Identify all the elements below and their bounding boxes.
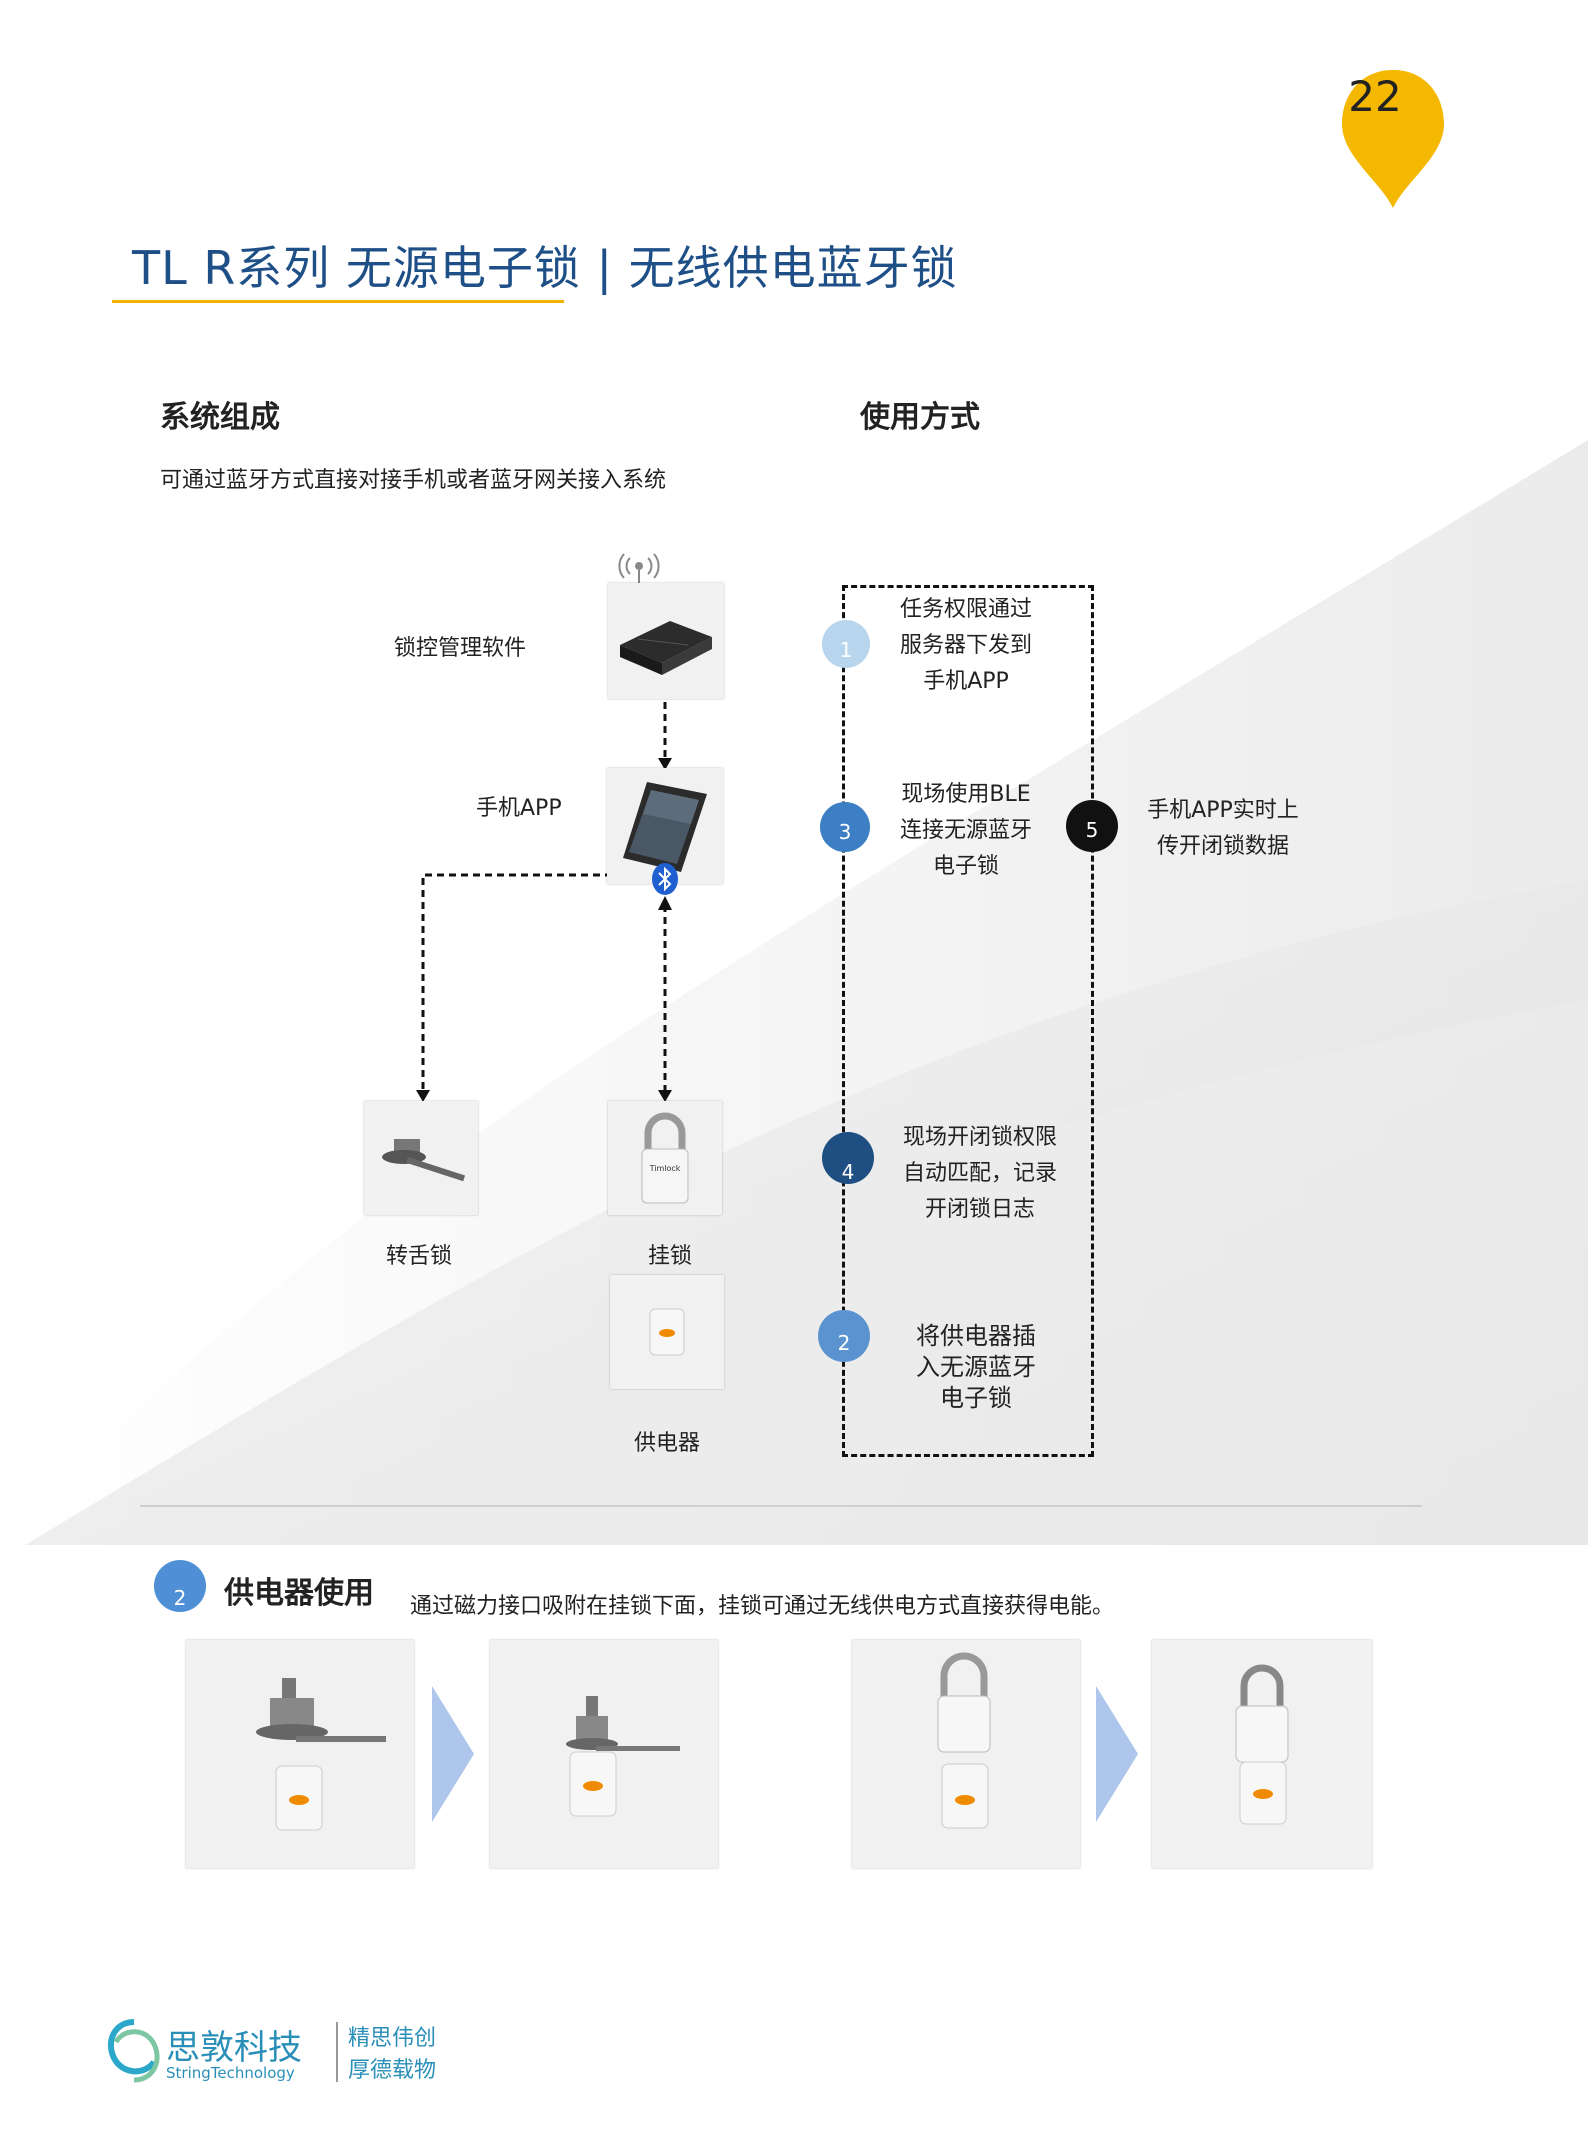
page-marker-pin bbox=[1342, 70, 1444, 208]
title-underline bbox=[112, 300, 564, 303]
section-divider bbox=[140, 1505, 1422, 1507]
step-1-text: 任务权限通过服务器下发到手机APP bbox=[899, 597, 1032, 694]
bluetooth-icon bbox=[652, 863, 678, 895]
latch-lock-photo bbox=[364, 1101, 478, 1215]
page-number: 22 bbox=[1348, 72, 1402, 121]
system-heading: 系统组成 bbox=[160, 400, 280, 435]
logo-divider bbox=[336, 2022, 338, 2082]
latch-lock-attached-photo bbox=[490, 1640, 718, 1868]
step-4-circle: 4 bbox=[822, 1132, 874, 1184]
slogan-line-1: 精思伟创 bbox=[348, 2026, 437, 2051]
power-supply-photo bbox=[610, 1275, 724, 1389]
brand-name-en: StringTechnology bbox=[166, 2064, 295, 2082]
brand-name-cn: 思敦科技 bbox=[166, 2028, 302, 2068]
slogan-line-2: 厚德载物 bbox=[348, 2058, 437, 2083]
padlock-with-supply-photo bbox=[852, 1640, 1080, 1868]
power-usage-heading: 供电器使用 bbox=[224, 1576, 374, 1611]
step-5-text: 手机APP实时上传开闭锁数据 bbox=[1147, 798, 1299, 859]
step-3-circle: 3 bbox=[820, 802, 870, 852]
latch-lock-with-supply-photo bbox=[186, 1640, 414, 1868]
usage-heading: 使用方式 bbox=[860, 400, 980, 435]
step-2-circle: 2 bbox=[818, 1310, 870, 1362]
logo-swirl-icon bbox=[107, 2019, 160, 2083]
svg-text:Timlock: Timlock bbox=[649, 1164, 681, 1173]
arrow-right-icon bbox=[1096, 1686, 1138, 1822]
software-label: 锁控管理软件 bbox=[394, 636, 527, 661]
usage-flow-box bbox=[842, 585, 1094, 1457]
step-4-text: 现场开闭锁权限自动匹配，记录开闭锁日志 bbox=[902, 1125, 1057, 1222]
arrow-right-icon bbox=[432, 1686, 474, 1822]
wifi-signal-icon bbox=[618, 553, 660, 592]
latch-lock-label: 转舌锁 bbox=[386, 1244, 453, 1269]
padlock-attached-photo bbox=[1152, 1640, 1372, 1868]
padlock-label: 挂锁 bbox=[648, 1244, 693, 1269]
step-2-text: 将供电器插入无源蓝牙电子锁 bbox=[916, 1322, 1036, 1412]
padlock-photo: Timlock bbox=[608, 1101, 722, 1215]
page-title: TL R系列 无源电子锁 | 无线供电蓝牙锁 bbox=[132, 241, 958, 295]
app-label: 手机APP bbox=[476, 796, 562, 821]
power-usage-step-circle: 2 bbox=[154, 1560, 206, 1612]
system-description: 可通过蓝牙方式直接对接手机或者蓝牙网关接入系统 bbox=[160, 468, 667, 493]
server-photo bbox=[608, 583, 724, 699]
step-1-circle: 1 bbox=[822, 620, 870, 668]
power-usage-description: 通过磁力接口吸附在挂锁下面，挂锁可通过无线供电方式直接获得电能。 bbox=[410, 1594, 1115, 1619]
step-5-circle: 5 bbox=[1066, 800, 1118, 852]
power-supply-label: 供电器 bbox=[634, 1431, 701, 1456]
